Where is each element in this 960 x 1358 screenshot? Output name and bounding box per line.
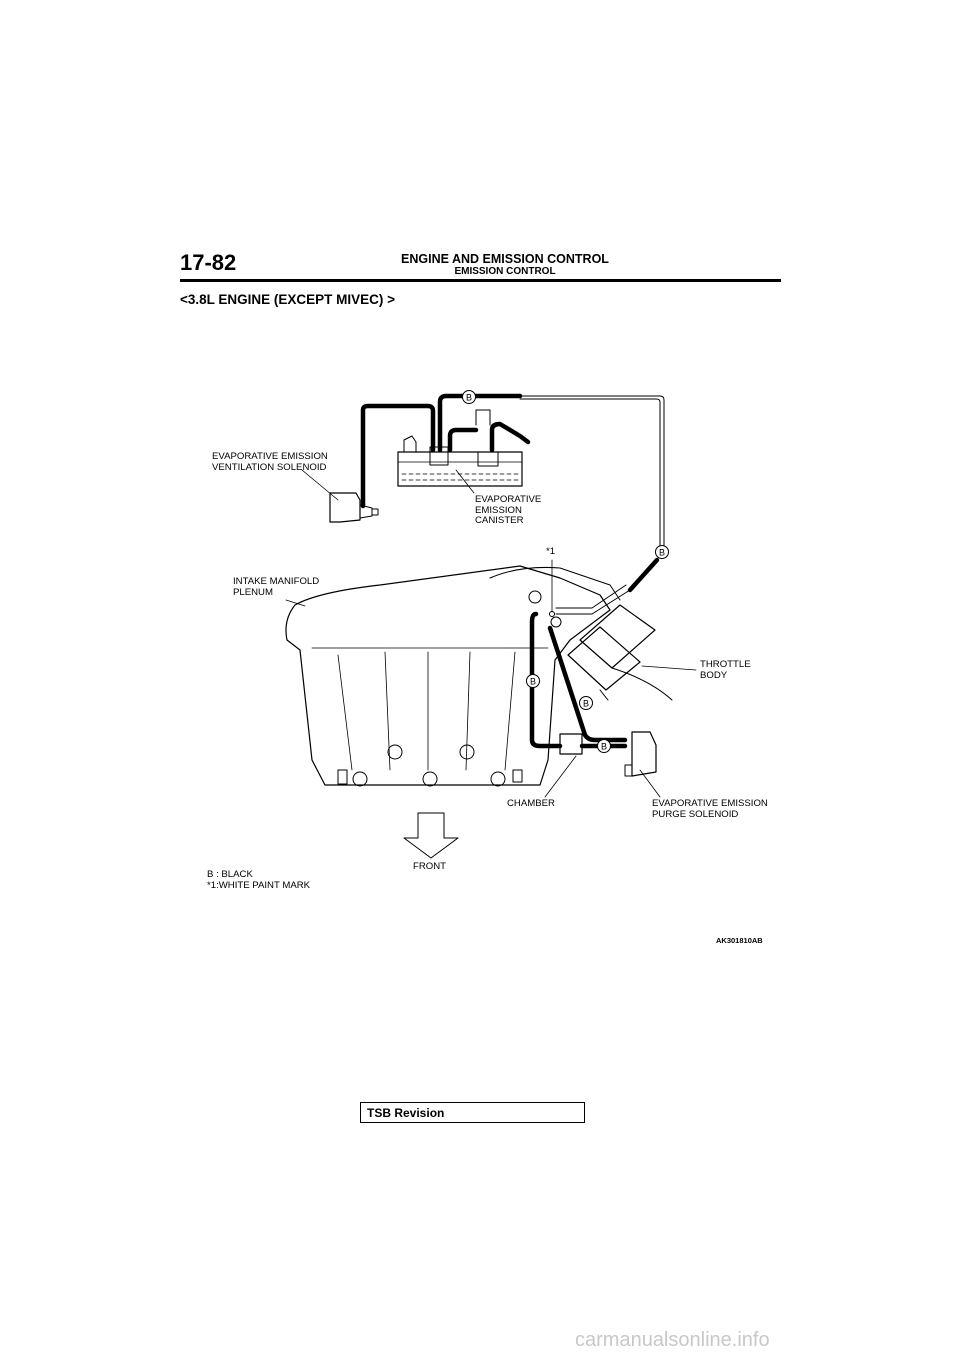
throttle-body-drawing xyxy=(550,604,673,701)
intake-manifold-label: INTAKE MANIFOLD PLENUM xyxy=(233,576,320,598)
purge-solenoid-label: EVAPORATIVE EMISSION PURGE SOLENOID xyxy=(652,798,768,820)
ventilation-solenoid-drawing xyxy=(329,492,379,523)
intake-manifold-drawing xyxy=(285,565,621,787)
purge-solenoid-drawing xyxy=(624,731,657,777)
hose-marker-label: B xyxy=(466,393,472,403)
page-number: 17-82 xyxy=(180,250,237,275)
hose-marker-b: B xyxy=(597,739,611,753)
hose-marker-label: B xyxy=(583,699,589,709)
section-title: <3.8L ENGINE (EXCEPT MIVEC) > xyxy=(180,292,396,307)
hose-marker-label: B xyxy=(601,742,607,752)
paint-mark-label: *1 xyxy=(546,546,556,557)
legend-line: *1:WHITE PAINT MARK xyxy=(207,879,311,891)
header-subtitle: EMISSION CONTROL xyxy=(454,266,556,277)
hose-marker-b: B xyxy=(462,390,476,404)
front-label: FRONT xyxy=(413,861,447,872)
legend-line: B : BLACK xyxy=(207,869,253,880)
chamber-drawing xyxy=(559,733,583,755)
tsb-revision-box: TSB Revision xyxy=(360,1102,585,1123)
front-arrow-icon xyxy=(403,812,459,859)
chamber-label: CHAMBER xyxy=(507,798,555,809)
hose-marker-b: B xyxy=(579,696,593,710)
canister-label: EVAPORATIVE EMISSION CANISTER xyxy=(475,494,542,526)
ventilation-solenoid-label: EVAPORATIVE EMISSION VENTILATION SOLENOI… xyxy=(212,451,328,473)
footer-watermark: carmanualsonline.info xyxy=(575,1329,770,1351)
hose-marker-label: B xyxy=(659,548,665,558)
leader-lines xyxy=(285,469,697,798)
hose-marker-b: B xyxy=(526,674,540,688)
legend: B : BLACK *1:WHITE PAINT MARK xyxy=(207,869,311,891)
header-rule xyxy=(180,279,781,282)
black-hoses xyxy=(360,393,660,749)
throttle-body-label: THROTTLE BODY xyxy=(700,659,751,681)
canister-drawing xyxy=(397,409,523,487)
light-hoses xyxy=(519,395,665,615)
header-title: ENGINE AND EMISSION CONTROL xyxy=(401,252,609,266)
hose-marker-label: B xyxy=(530,677,536,687)
figure-id: AK301810AB xyxy=(716,936,763,945)
hose-marker-b: B xyxy=(655,545,669,559)
